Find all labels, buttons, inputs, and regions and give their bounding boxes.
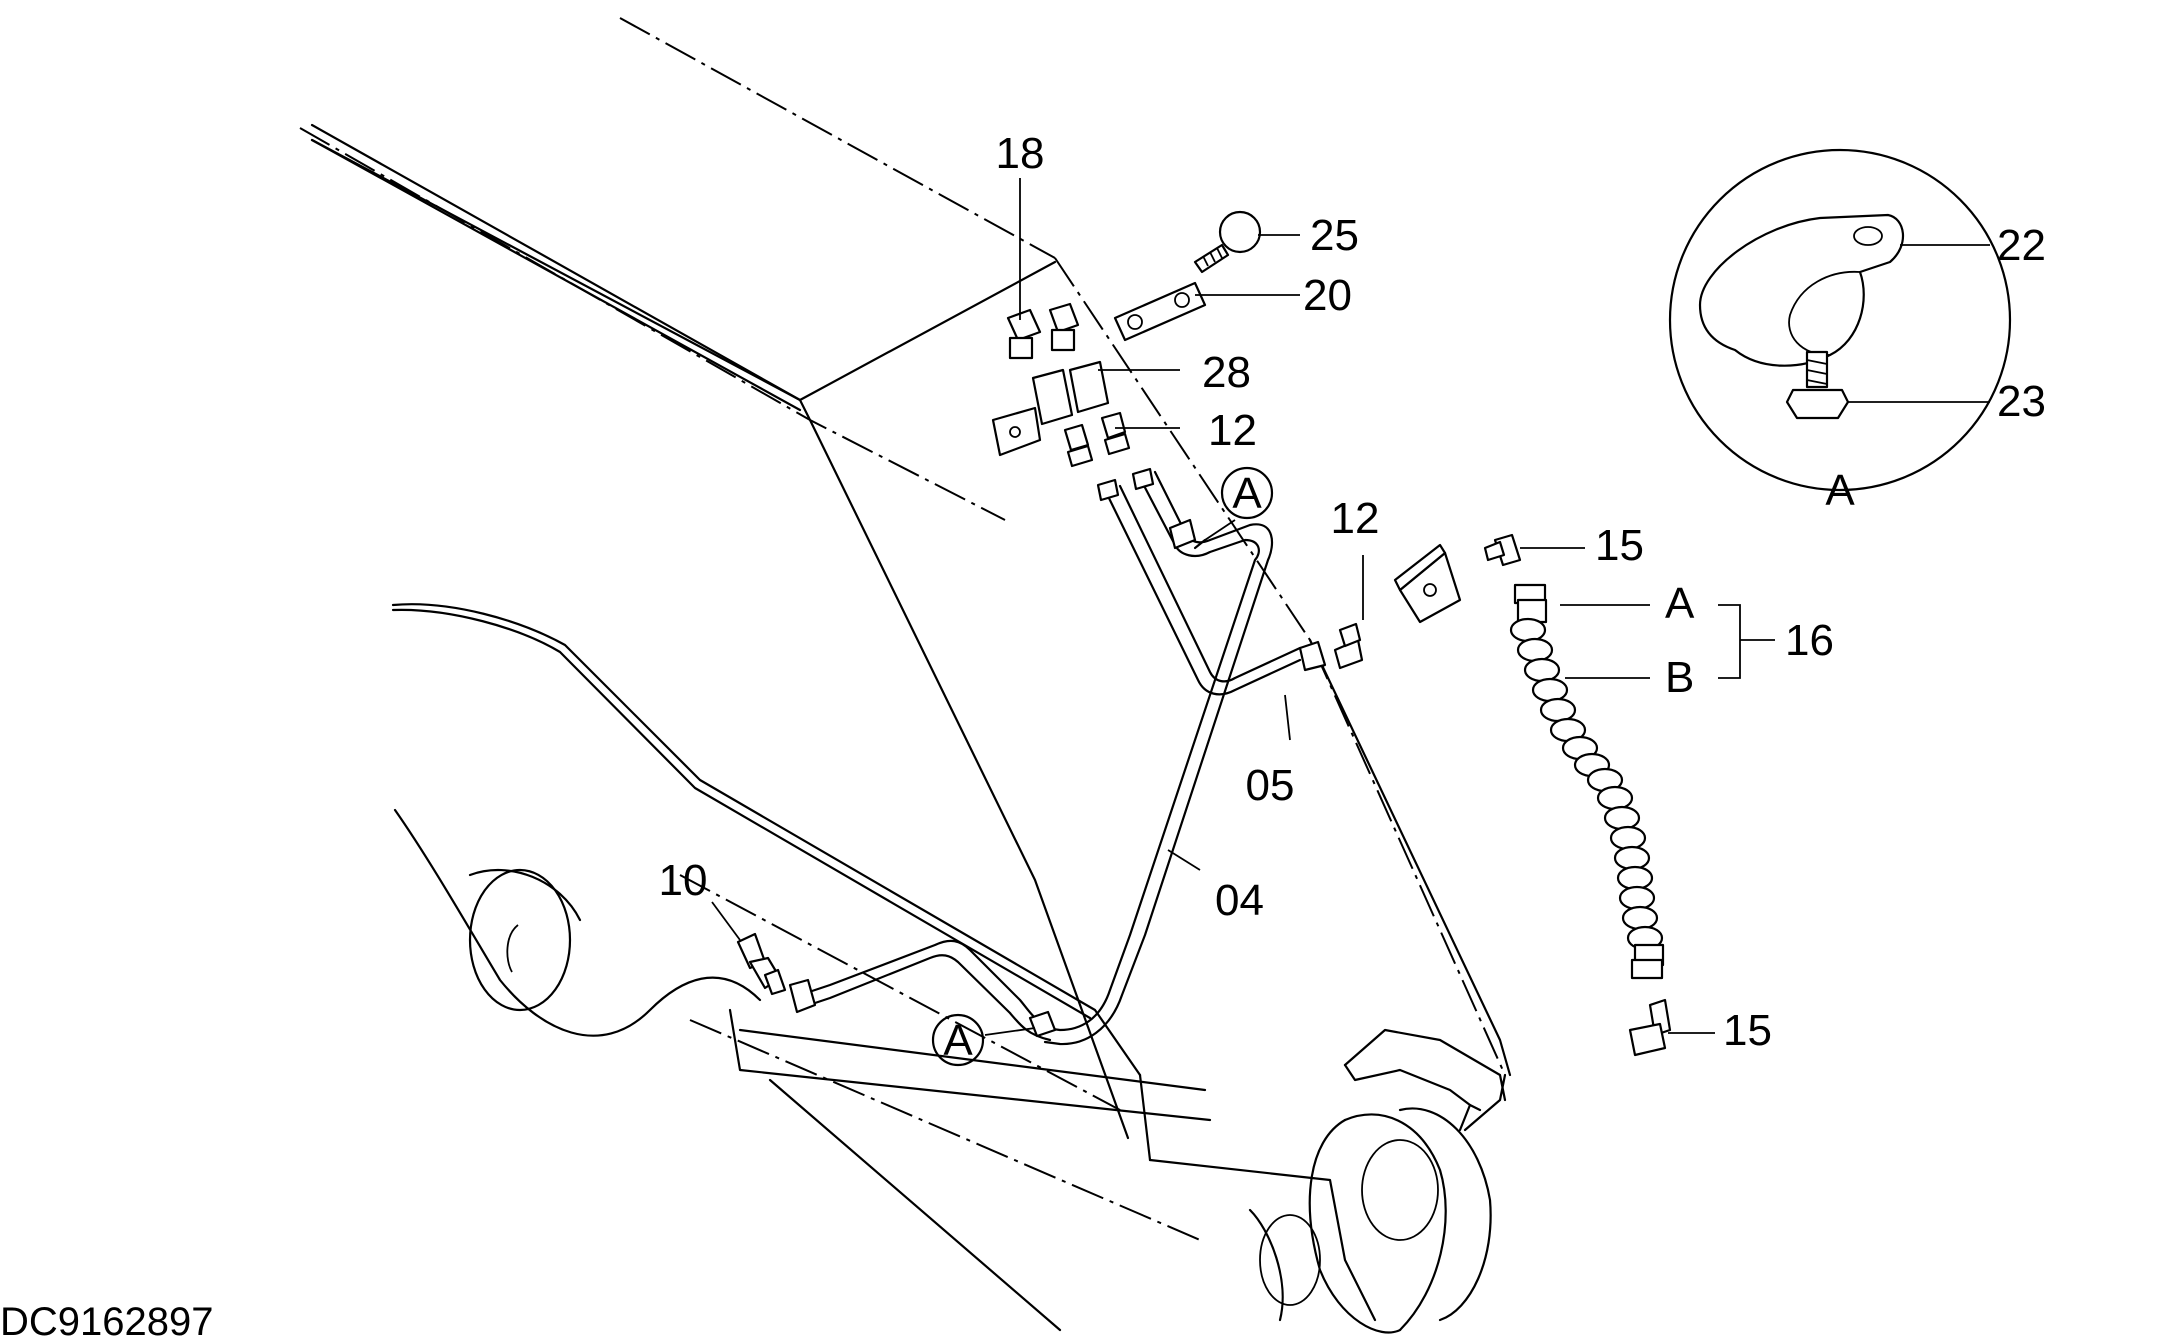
- grease-fitting-cluster: [991, 302, 1131, 468]
- hose-segment: [1609, 825, 1647, 851]
- hose-segment: [1603, 805, 1641, 831]
- label-part-12-upper: 12: [1208, 406, 1257, 455]
- label-part-04: 04: [1215, 876, 1264, 925]
- hose-segment: [1516, 637, 1554, 663]
- label-part-20: 20: [1303, 271, 1352, 320]
- label-part-15-upper: 15: [1595, 521, 1644, 570]
- label-part-18: 18: [996, 129, 1045, 178]
- label-part-22: 22: [1997, 221, 2046, 270]
- label-ref-a-upper: A: [1232, 469, 1262, 518]
- hose-segment: [1531, 677, 1569, 703]
- hose-segment: [1621, 905, 1659, 931]
- hose-segment: [1539, 697, 1577, 723]
- leader-lines: [711, 178, 1990, 1036]
- document-id: DC9162897: [0, 1300, 214, 1343]
- elbow-fitting: [736, 932, 787, 996]
- label-part-25: 25: [1310, 211, 1359, 260]
- fitting-and-block: [1333, 543, 1462, 670]
- lubrication-pipes: [788, 467, 1327, 1046]
- label-part-28: 28: [1202, 348, 1251, 397]
- label-hose-end-b: B: [1665, 653, 1694, 702]
- label-part-10: 10: [659, 856, 708, 905]
- bolt-and-plate: [1113, 210, 1262, 342]
- detail-a-view: [1668, 148, 2012, 492]
- ref-circle-1: [1220, 466, 1274, 520]
- hose-segment: [1523, 657, 1561, 683]
- hose-segment: [1616, 865, 1654, 891]
- label-hose-end-a: A: [1665, 579, 1695, 628]
- flexible-hose: [1483, 533, 1672, 1057]
- label-part-05: 05: [1246, 761, 1295, 810]
- label-part-12-right: 12: [1331, 494, 1380, 543]
- ref-circle-2: [931, 1013, 985, 1067]
- label-ref-a-lower: A: [943, 1016, 973, 1065]
- hose-segment: [1618, 885, 1656, 911]
- label-part-15-lower: 15: [1723, 1006, 1772, 1055]
- hose-segment: [1613, 845, 1651, 871]
- label-part-16: 16: [1785, 616, 1834, 665]
- label-detail-a: A: [1825, 466, 1855, 515]
- hose-segment: [1509, 617, 1547, 643]
- label-part-23: 23: [1997, 377, 2046, 426]
- hose-segment: [1596, 785, 1634, 811]
